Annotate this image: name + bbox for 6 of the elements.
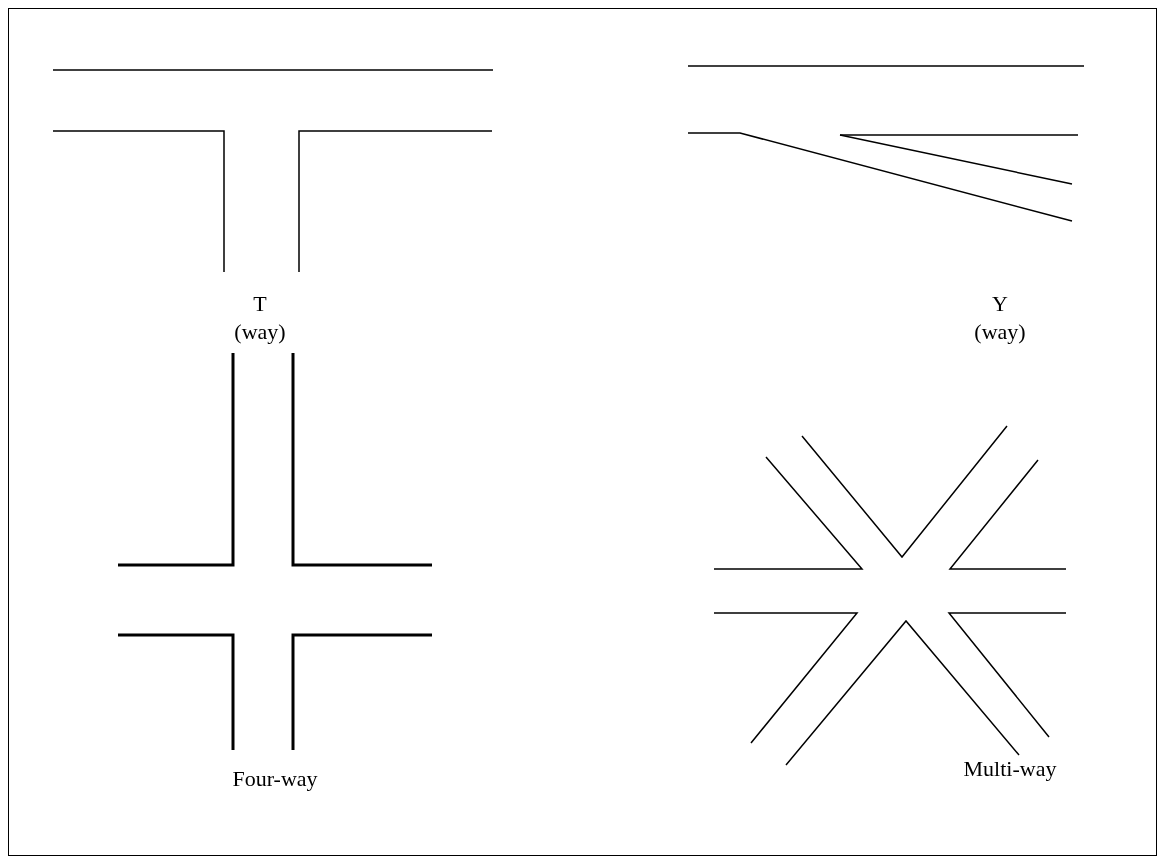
junction-label: Y — [992, 292, 1008, 317]
junction-label: Four-way — [232, 767, 318, 792]
junction-label: (way) — [974, 320, 1026, 345]
junction-label: Multi-way — [963, 757, 1057, 782]
junction-label: (way) — [234, 320, 286, 345]
junction-label: T — [253, 292, 267, 317]
